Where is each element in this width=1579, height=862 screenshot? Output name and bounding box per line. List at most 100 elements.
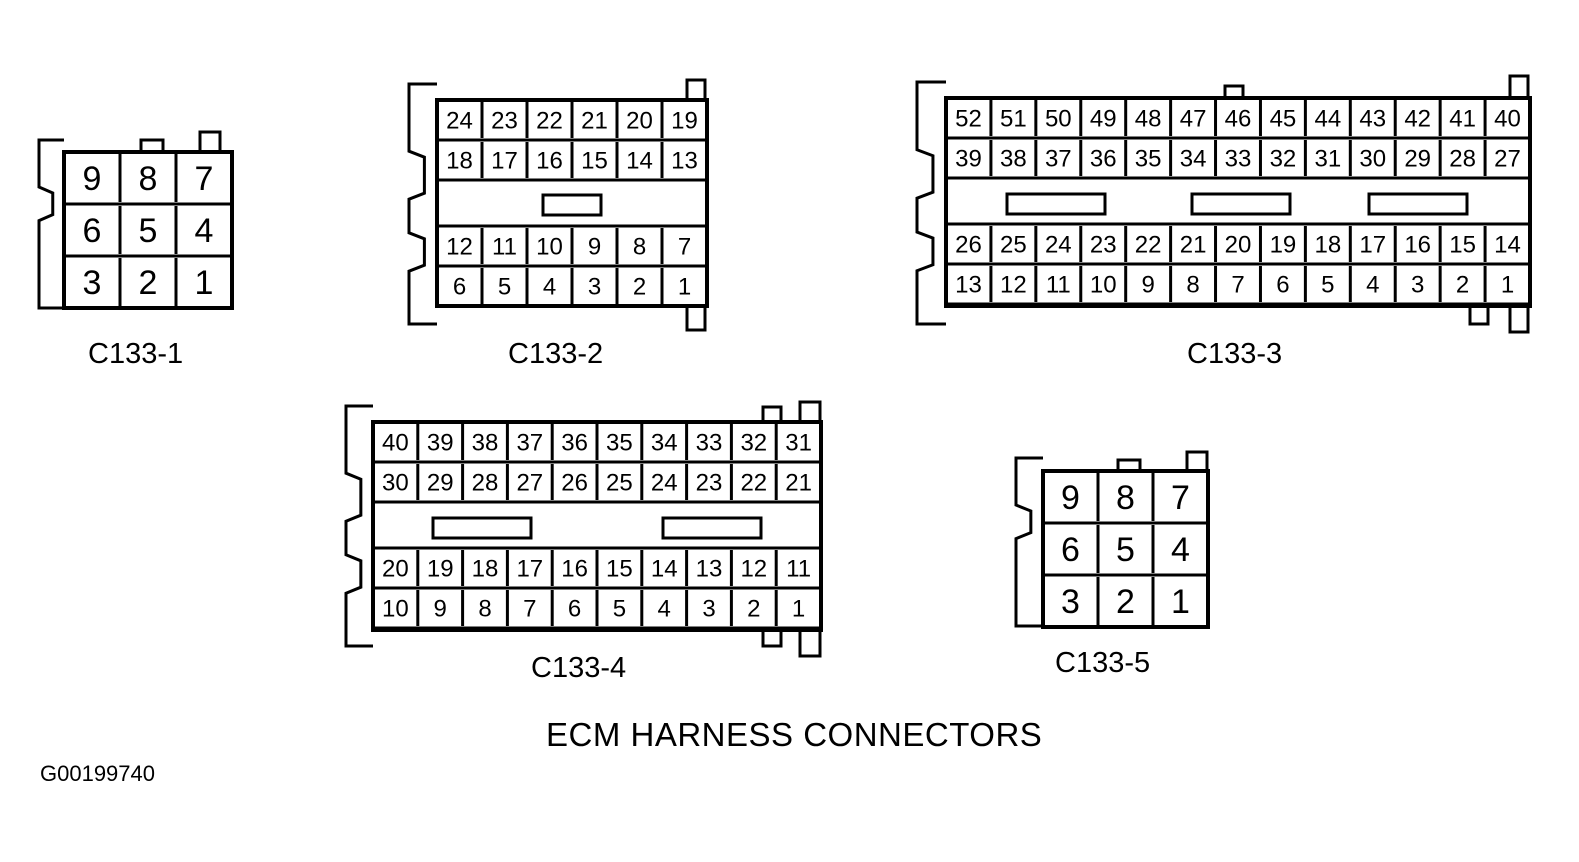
pin-42: 42 <box>1404 106 1431 133</box>
pin-23: 23 <box>1090 232 1117 259</box>
pin-24: 24 <box>1045 232 1072 259</box>
pin-10: 10 <box>382 596 409 623</box>
pin-22: 22 <box>740 470 767 497</box>
pin-5: 5 <box>139 212 158 250</box>
pin-36: 36 <box>1090 146 1117 173</box>
key-tab <box>198 130 222 154</box>
key-tab <box>761 405 783 424</box>
bottom-tab <box>761 628 783 648</box>
pin-1: 1 <box>792 596 805 623</box>
latch-housing <box>407 82 437 326</box>
pin-9: 9 <box>1141 272 1154 299</box>
pin-26: 26 <box>955 232 982 259</box>
pin-21: 21 <box>785 470 812 497</box>
pin-14: 14 <box>1494 232 1521 259</box>
pin-14: 14 <box>626 148 653 175</box>
bottom-tab <box>798 628 822 658</box>
pin-39: 39 <box>955 146 982 173</box>
latch-housing <box>37 138 64 310</box>
pin-11: 11 <box>492 234 517 261</box>
pin-29: 29 <box>427 470 454 497</box>
pin-10: 10 <box>1090 272 1117 299</box>
pin-6: 6 <box>453 274 466 301</box>
pin-47: 47 <box>1180 106 1207 133</box>
pin-6: 6 <box>83 212 102 250</box>
diagram-caption: ECM HARNESS CONNECTORS <box>546 716 1043 753</box>
pin-8: 8 <box>478 596 491 623</box>
pin-16: 16 <box>536 148 563 175</box>
pin-37: 37 <box>516 430 543 457</box>
pin-16: 16 <box>1404 232 1431 259</box>
pin-3: 3 <box>588 274 601 301</box>
pin-21: 21 <box>1180 232 1207 259</box>
pin-9: 9 <box>588 234 601 261</box>
pin-7: 7 <box>1171 479 1190 517</box>
pin-16: 16 <box>561 556 588 583</box>
pin-21: 21 <box>581 108 608 135</box>
key-tab <box>685 78 707 102</box>
connector-label-c133-5: C133-5 <box>1055 647 1151 679</box>
pin-7: 7 <box>523 596 536 623</box>
pin-8: 8 <box>139 160 158 198</box>
key-slot <box>1190 192 1292 216</box>
key-slot <box>541 193 603 217</box>
pin-11: 11 <box>1046 272 1071 299</box>
key-slot <box>1367 192 1469 216</box>
pin-44: 44 <box>1314 106 1341 133</box>
key-slot <box>431 516 533 540</box>
pin-49: 49 <box>1090 106 1117 133</box>
pin-36: 36 <box>561 430 588 457</box>
pin-24: 24 <box>446 108 473 135</box>
pin-15: 15 <box>606 556 633 583</box>
pin-25: 25 <box>1000 232 1027 259</box>
pin-28: 28 <box>1449 146 1476 173</box>
pin-12: 12 <box>1000 272 1027 299</box>
pin-41: 41 <box>1449 106 1476 133</box>
pin-2: 2 <box>633 274 646 301</box>
latch-housing <box>344 404 373 648</box>
pin-12: 12 <box>446 234 473 261</box>
pin-5: 5 <box>1321 272 1334 299</box>
pin-35: 35 <box>1135 146 1162 173</box>
pin-38: 38 <box>1000 146 1027 173</box>
pin-5: 5 <box>1116 531 1135 569</box>
pin-2: 2 <box>1116 583 1135 621</box>
key-slot <box>1005 192 1107 216</box>
pin-39: 39 <box>427 430 454 457</box>
pin-43: 43 <box>1359 106 1386 133</box>
bottom-tab <box>1508 304 1530 334</box>
pin-19: 19 <box>1270 232 1297 259</box>
pin-28: 28 <box>472 470 499 497</box>
pin-20: 20 <box>382 556 409 583</box>
pin-30: 30 <box>382 470 409 497</box>
key-tab <box>798 400 822 424</box>
pin-1: 1 <box>1171 583 1190 621</box>
pin-34: 34 <box>651 430 678 457</box>
pin-1: 1 <box>1501 272 1514 299</box>
pin-12: 12 <box>740 556 767 583</box>
pin-40: 40 <box>382 430 409 457</box>
pin-35: 35 <box>606 430 633 457</box>
bottom-tab <box>685 304 707 332</box>
pin-6: 6 <box>1061 531 1080 569</box>
pin-4: 4 <box>1171 531 1190 569</box>
connector-label-c133-3: C133-3 <box>1187 338 1283 370</box>
pin-15: 15 <box>581 148 608 175</box>
pin-51: 51 <box>1000 106 1027 133</box>
pin-38: 38 <box>472 430 499 457</box>
pin-30: 30 <box>1359 146 1386 173</box>
pin-33: 33 <box>696 430 723 457</box>
pin-23: 23 <box>491 108 518 135</box>
pin-3: 3 <box>1411 272 1424 299</box>
pin-29: 29 <box>1404 146 1431 173</box>
key-tab <box>1508 74 1530 100</box>
pin-9: 9 <box>434 596 447 623</box>
pin-27: 27 <box>516 470 543 497</box>
pin-25: 25 <box>606 470 633 497</box>
